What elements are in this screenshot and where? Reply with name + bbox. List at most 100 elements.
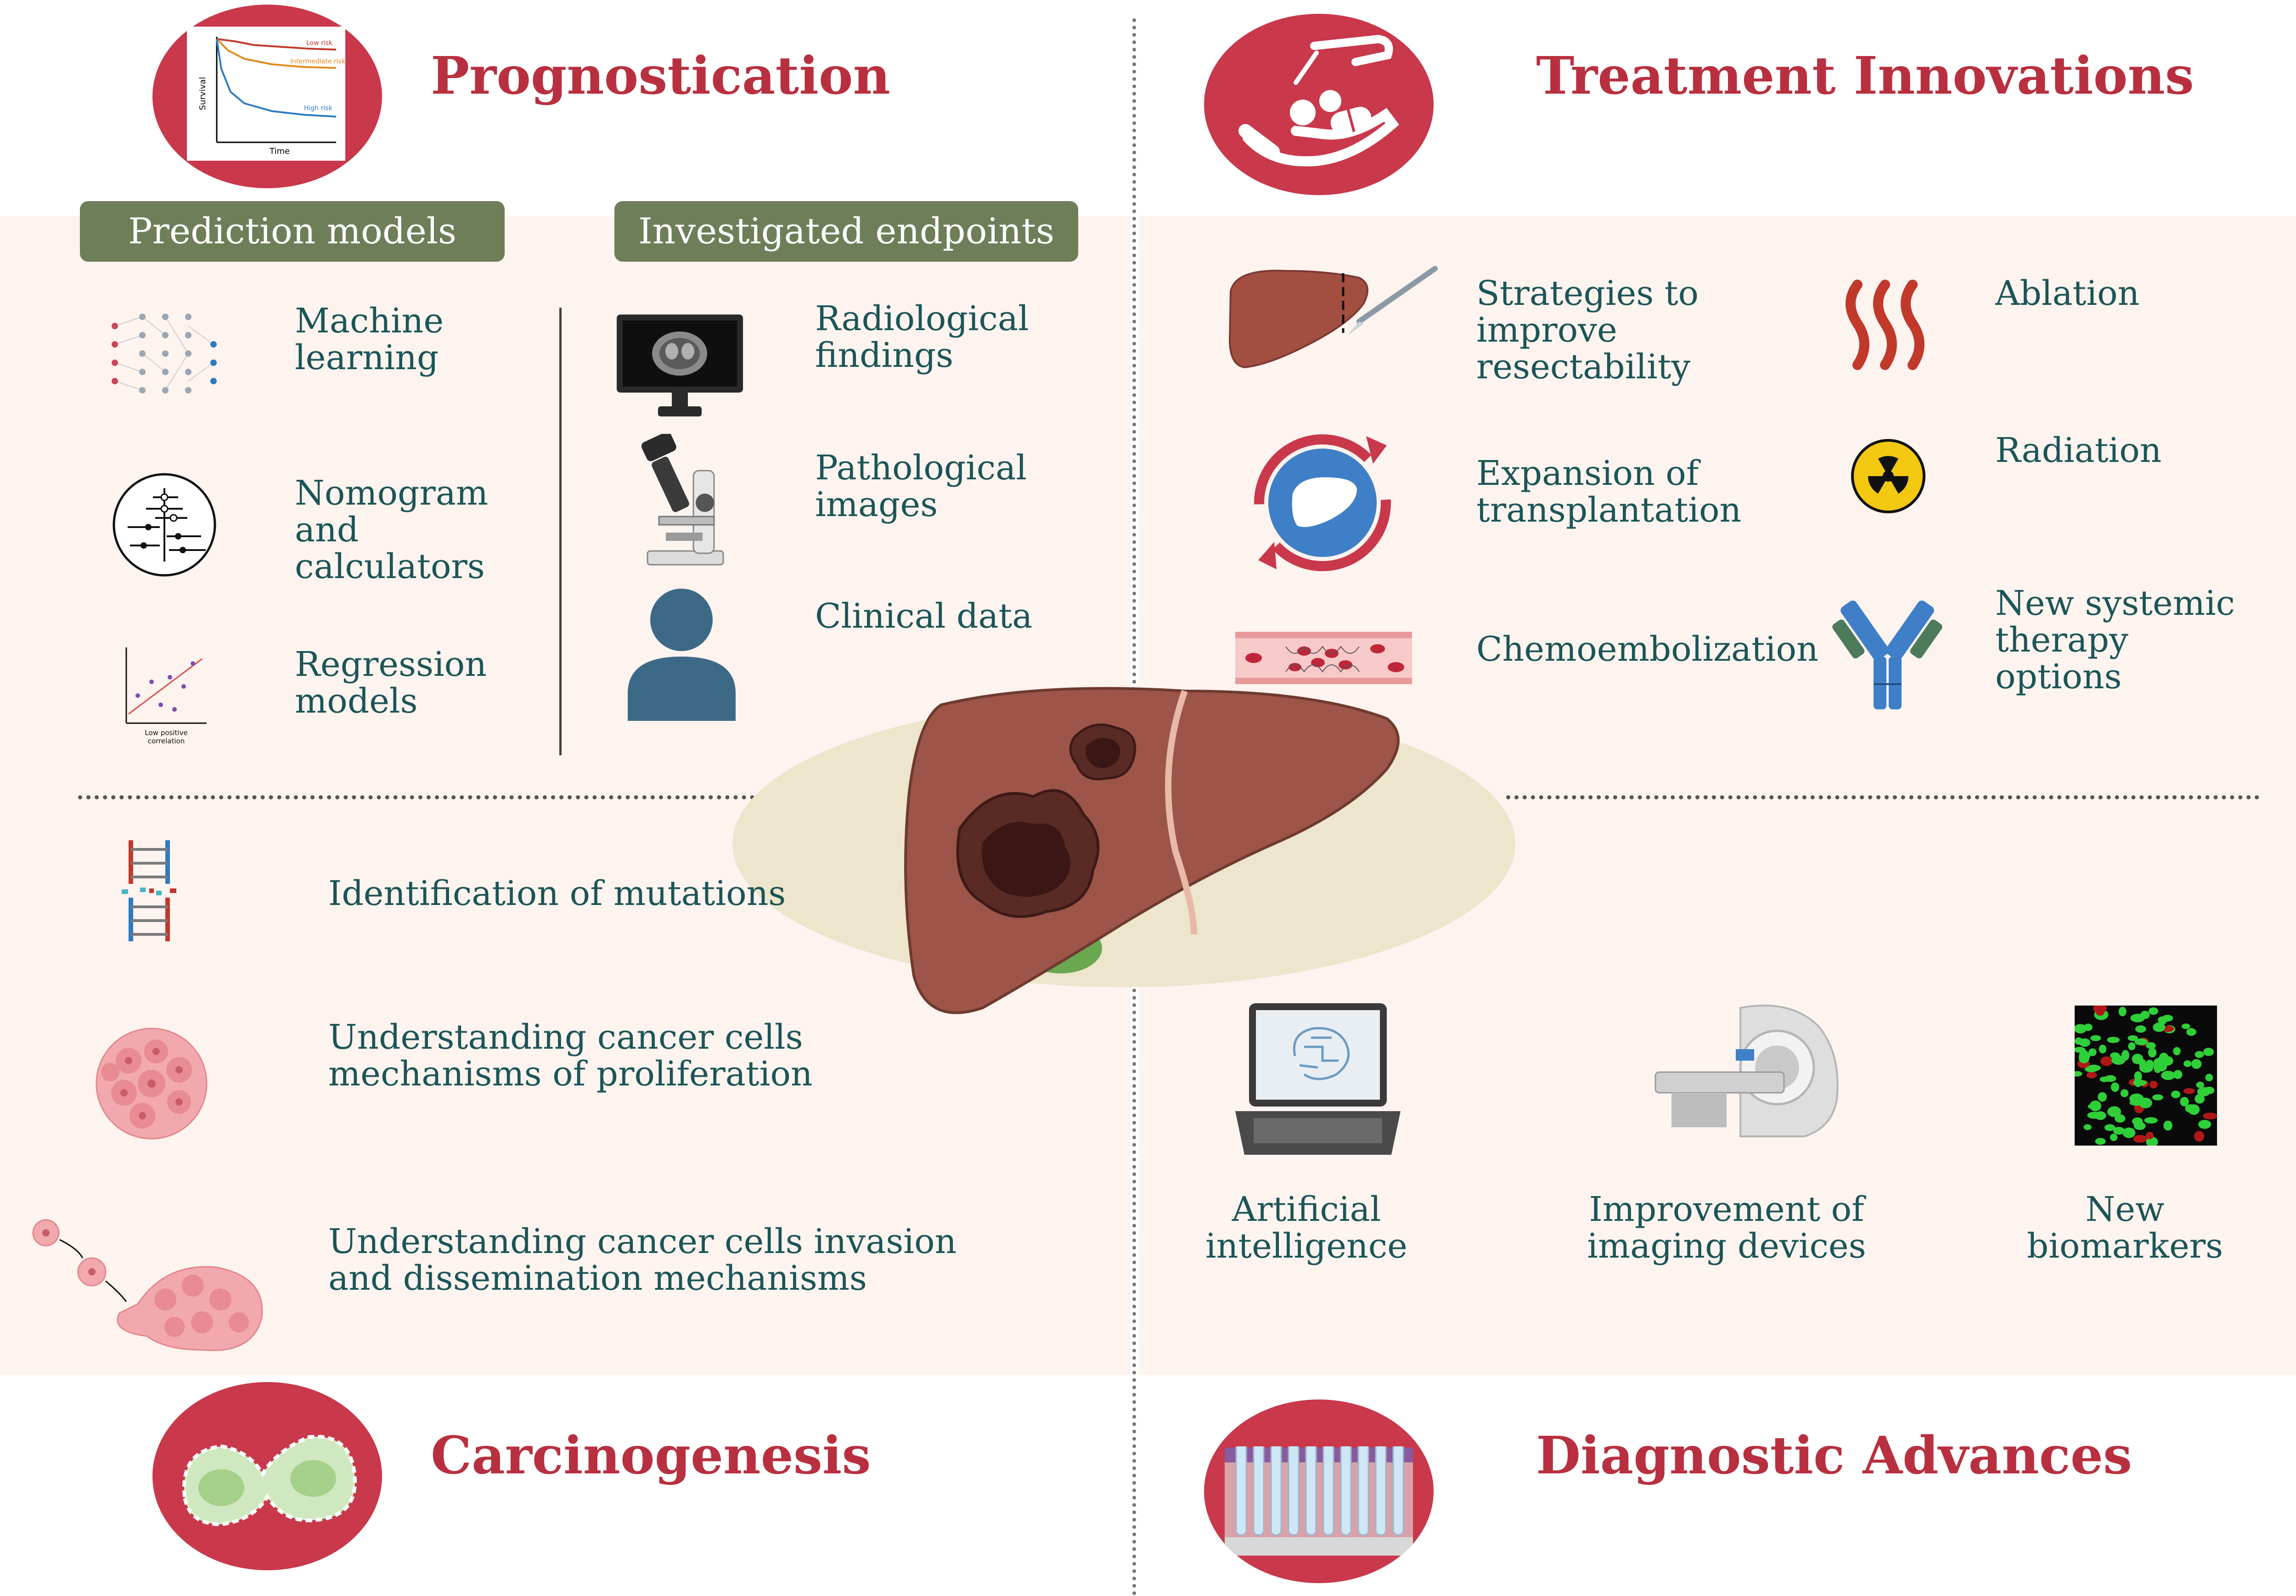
test-tube (1357, 1442, 1369, 1536)
biomarker-cell (2148, 1047, 2157, 1058)
laptop-ai-icon (1231, 1001, 1405, 1157)
tube-cap (1392, 1437, 1404, 1446)
biomarker-cell (2195, 1051, 2204, 1058)
regression-models-label: Regression models (295, 645, 487, 721)
proliferation-label: Understanding cancer cells mechanisms of… (328, 1017, 813, 1094)
biomarker-cell (2133, 1135, 2147, 1143)
hand-pills-icon (1204, 14, 1434, 195)
biomarker-microscopy-icon (2075, 1006, 2217, 1146)
biomarker-cell (2191, 1059, 2202, 1069)
left-horizontal-divider (78, 795, 813, 799)
biomarker-cell (2203, 1047, 2214, 1056)
biomarker-cell (2144, 1117, 2158, 1124)
treatment-title: Treatment Innovations (1536, 46, 2194, 106)
survival-curve-icon: Low risk Intermediate risk High risk Tim… (152, 5, 382, 188)
biomarker-cell (2149, 1081, 2158, 1089)
biomarker-cell (2104, 1124, 2116, 1131)
biomarker-cell (2118, 1006, 2127, 1017)
antibody-icon (1830, 592, 1945, 712)
diagnostic-title: Diagnostic Advances (1536, 1426, 2133, 1486)
survival-axis-label: Survival (198, 77, 208, 110)
liver-scalpel-icon (1226, 259, 1440, 374)
biomarker-cell (2122, 1127, 2136, 1138)
pathological-images-label: Pathological images (815, 448, 1027, 524)
biomarker-cell (2148, 1007, 2158, 1015)
monitor-icon (614, 312, 745, 420)
machine-learning-label: Machine learning (295, 301, 444, 377)
biomarker-cell (2186, 1028, 2196, 1036)
biomarker-cell (2075, 1071, 2082, 1077)
tube-cap (1235, 1437, 1247, 1446)
cell-invasion-icon (28, 1212, 276, 1359)
biomarker-cell (2135, 1025, 2146, 1033)
tube-cap (1375, 1437, 1387, 1446)
biomarker-cell (2173, 1070, 2183, 1079)
biomarker-cell (2111, 1055, 2126, 1065)
tube-cap (1253, 1437, 1265, 1446)
biomarker-cell (2205, 1073, 2213, 1082)
biomarker-cell (2128, 1042, 2136, 1051)
prognostication-title: Prognostication (431, 46, 890, 106)
biomarker-cell (2084, 1023, 2093, 1031)
dividing-cell-icon (152, 1382, 382, 1570)
biomarker-cell (2089, 1100, 2101, 1112)
biomarker-cell (2105, 1075, 2116, 1082)
biomarker-cell (2115, 1114, 2126, 1123)
test-tube (1288, 1442, 1300, 1536)
test-tube (1253, 1442, 1265, 1536)
biomarker-cell (2099, 1045, 2107, 1054)
biomarker-cell (2107, 1037, 2120, 1043)
biomarker-cell (2159, 1052, 2169, 1063)
biomarker-cell (2110, 1133, 2118, 1141)
test-tube (1375, 1442, 1387, 1536)
biomarker-cell (2090, 1035, 2101, 1041)
biomarkers-label: New biomarkers (2026, 1190, 2223, 1266)
biomarker-cell (2204, 1086, 2215, 1094)
invasion-label: Understanding cancer cells invasion and … (328, 1222, 957, 1298)
biomarker-cell (2156, 1061, 2167, 1072)
biomarker-cell (2130, 1014, 2145, 1023)
ai-label: Artificial intelligence (1205, 1190, 1407, 1266)
biomarker-cell (2194, 1131, 2205, 1142)
biomarker-cell (2100, 1056, 2113, 1066)
biomarker-cell (2083, 1124, 2092, 1130)
biomarker-cell (2107, 1106, 2121, 1117)
test-tube (1322, 1442, 1334, 1536)
biomarker-cell (2183, 1060, 2192, 1067)
person-icon (625, 588, 738, 721)
tube-cap (1270, 1437, 1282, 1446)
biomarker-cell (2079, 1038, 2090, 1047)
biomarker-cell (2173, 1047, 2181, 1056)
resectability-label: Strategies to improve resectability (1476, 274, 1699, 387)
tube-cap (1305, 1437, 1317, 1446)
radiation-icon (1851, 438, 1926, 514)
investigated-endpoints-header: Investigated endpoints (614, 201, 1078, 262)
biomarker-cell (2120, 1089, 2129, 1097)
biomarker-cell (2088, 1048, 2097, 1057)
radiation-label: Radiation (1995, 431, 2162, 470)
test-tube (1305, 1442, 1317, 1536)
ablation-label: Ablation (1995, 274, 2140, 313)
radiological-findings-label: Radiological findings (815, 299, 1029, 375)
biomarker-cell (2110, 1082, 2119, 1092)
biomarker-cell (2079, 1050, 2089, 1061)
tube-cap (1288, 1437, 1300, 1446)
test-tube (1340, 1442, 1352, 1536)
biomarker-cell (2183, 1088, 2195, 1094)
biomarker-cell (2129, 1100, 2143, 1106)
liver-illustration (900, 677, 1414, 1022)
biomarker-cell (2161, 1071, 2175, 1080)
transplantation-label: Expansion of transplantation (1476, 454, 1742, 530)
biomarker-cell (2075, 1024, 2087, 1034)
biomarker-cell (2181, 1023, 2190, 1029)
biomarker-cell (2198, 1120, 2212, 1129)
dna-mutation-icon (117, 838, 181, 944)
biomarker-cell (2084, 1066, 2098, 1073)
test-tube (1270, 1442, 1282, 1536)
nomogram-icon (109, 470, 219, 580)
tube-cap (1357, 1437, 1369, 1446)
biomarker-cell (2152, 1094, 2163, 1101)
biomarker-cell (2095, 1138, 2106, 1145)
biomarker-cell (2093, 1006, 2107, 1014)
